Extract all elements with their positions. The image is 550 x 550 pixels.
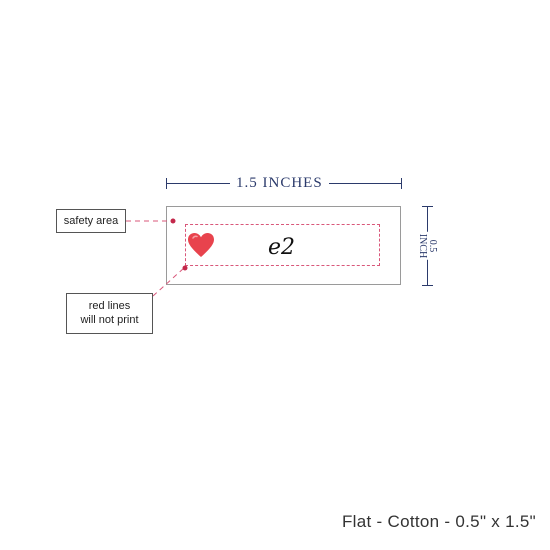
width-dimension-label: 1.5 INCHES [230, 174, 329, 192]
height-dimension-cap-bottom [422, 285, 433, 286]
heart-icon [188, 233, 214, 257]
width-dimension-cap-right [401, 178, 402, 189]
red-lines-callout: red lines will not print [66, 293, 153, 334]
red-lines-callout-line1: red lines [88, 300, 131, 312]
red-lines-callout-line2: will not print [80, 314, 139, 326]
safety-area-callout: safety area [56, 209, 126, 233]
height-dimension-unit: INCH [417, 233, 428, 259]
width-dimension-cap-left [166, 178, 167, 189]
height-dimension-cap-top [422, 206, 433, 207]
height-dimension-value: 0.5 [427, 239, 438, 253]
height-dimension-label: 0.5 INCH [416, 231, 438, 261]
product-title: Flat - Cotton - 0.5" x 1.5" [341, 512, 536, 531]
safety-area-outline [185, 224, 380, 266]
label-text: e2 [268, 235, 296, 260]
safety-area-callout-text: safety area [63, 215, 119, 227]
